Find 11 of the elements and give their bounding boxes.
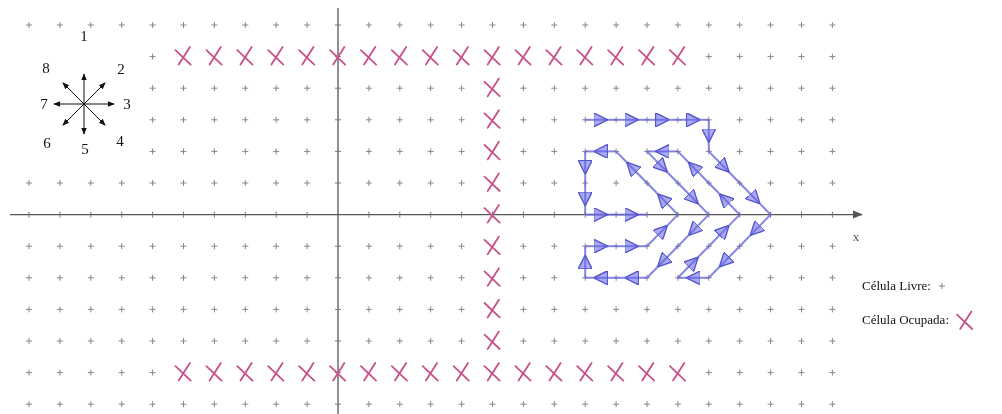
direction-number: 1 (80, 28, 88, 44)
direction-number: 8 (42, 60, 50, 76)
direction-number: 5 (81, 141, 89, 157)
direction-number: 4 (116, 133, 124, 149)
legend-label: Célula Ocupada: (862, 313, 949, 326)
direction-number: 6 (43, 135, 51, 151)
axis-label: x (852, 229, 860, 243)
direction-number: 2 (117, 61, 125, 77)
direction-number: 7 (40, 96, 48, 112)
direction-number: 3 (123, 96, 131, 112)
legend-label: Célula Livre: (862, 279, 931, 292)
